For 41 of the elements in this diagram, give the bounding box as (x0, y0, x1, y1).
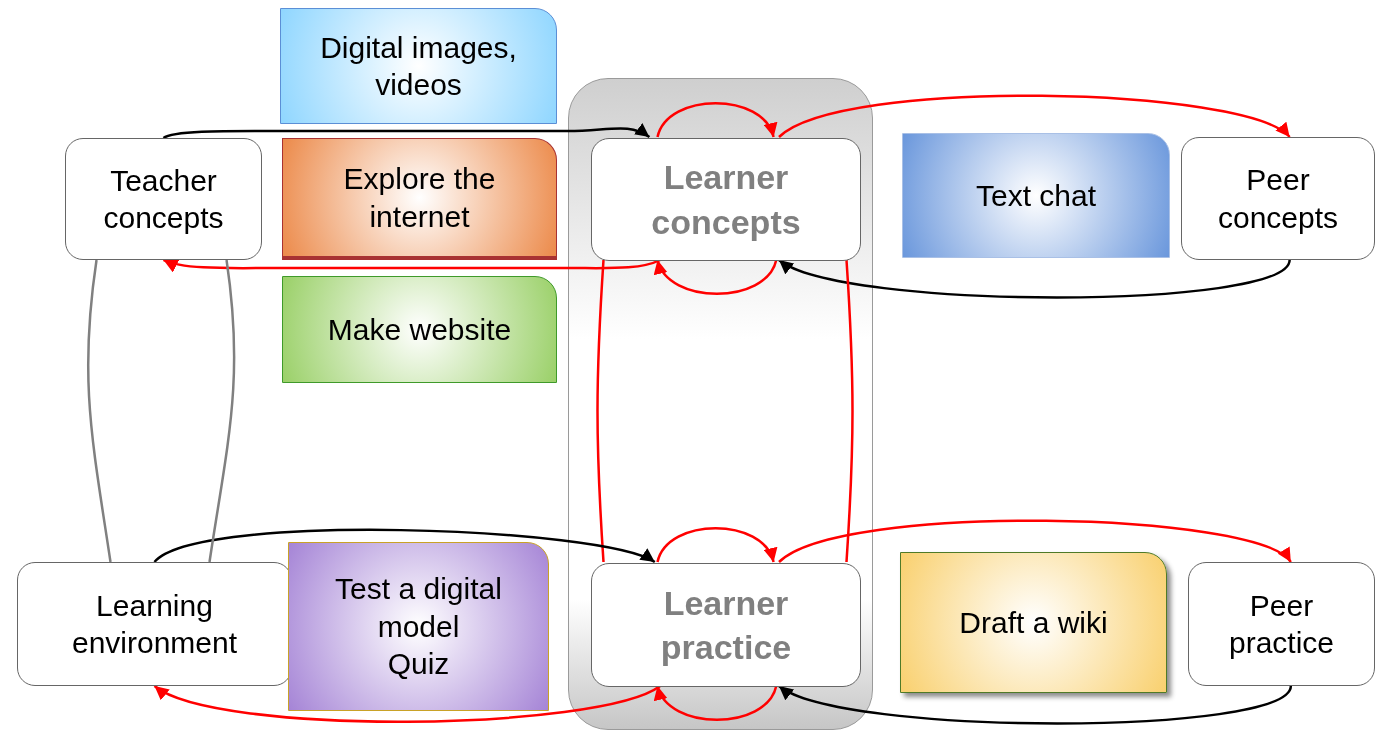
node-label: Quiz (387, 646, 450, 683)
arrow (163, 258, 661, 272)
arrow (778, 258, 1291, 299)
tab-box (282, 276, 557, 383)
arrow (656, 527, 775, 563)
arrow (656, 685, 778, 721)
node-label: Learning environment (70, 587, 239, 661)
arrow (778, 519, 1292, 564)
concept-box (591, 138, 861, 261)
node-label: Peer practice (1227, 587, 1335, 661)
arrow (153, 528, 656, 564)
arrow (656, 259, 778, 295)
connector-line (208, 259, 236, 563)
node-label: Teacher concepts (102, 162, 225, 236)
node-label: Digital images, videos (319, 29, 518, 103)
connector-line (845, 259, 854, 563)
tab-box (902, 133, 1170, 258)
node-label: Learner practice (659, 582, 793, 668)
node-label: Make website (327, 311, 512, 348)
tab-box (280, 8, 557, 124)
arrow (656, 102, 775, 138)
node-label: Test a digital model (334, 571, 503, 645)
concept-box (1181, 137, 1375, 260)
tab-box (282, 138, 557, 260)
arrow (163, 123, 651, 140)
tab-box (288, 542, 549, 711)
concept-box (591, 563, 861, 687)
node-label: Peer concepts (1216, 162, 1340, 236)
node-label: Draft a wiki (959, 604, 1108, 641)
arrow (153, 684, 661, 723)
concept-box (1188, 562, 1375, 686)
arrow (778, 684, 1292, 725)
tab-box (900, 552, 1167, 693)
connector-line (596, 259, 605, 563)
node-label: Learner concepts (650, 157, 802, 243)
concept-box (65, 138, 262, 260)
arrow (778, 94, 1291, 139)
box-shape (568, 78, 873, 730)
node-label: Text chat (975, 177, 1097, 214)
node-label: Explore the internet (342, 161, 497, 235)
connector-line (86, 259, 112, 563)
